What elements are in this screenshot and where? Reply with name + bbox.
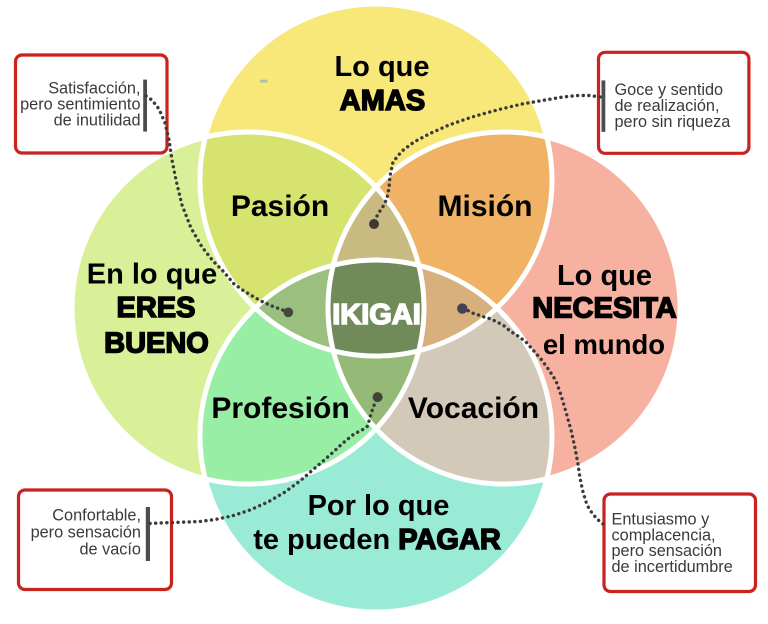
svg-text:Confortable,: Confortable, xyxy=(52,507,141,525)
svg-text:Misión: Misión xyxy=(438,190,533,223)
svg-text:de vacío: de vacío xyxy=(79,541,141,559)
svg-text:ERES: ERES xyxy=(117,292,196,324)
svg-text:En lo que: En lo que xyxy=(87,259,218,291)
svg-text:Vocación: Vocación xyxy=(408,392,539,425)
svg-text:te pueden PAGAR: te pueden PAGAR xyxy=(253,524,501,556)
svg-text:el mundo: el mundo xyxy=(543,329,665,360)
svg-text:NECESITA: NECESITA xyxy=(532,293,677,325)
svg-text:pero sin riqueza: pero sin riqueza xyxy=(615,113,732,131)
svg-text:Pasión: Pasión xyxy=(231,190,329,223)
svg-text:Lo que: Lo que xyxy=(334,51,429,83)
svg-text:pero sentimiento: pero sentimiento xyxy=(20,96,140,114)
svg-text:Entusiasmo y: Entusiasmo y xyxy=(612,511,711,529)
svg-text:IKIGAI: IKIGAI xyxy=(332,299,421,331)
svg-text:BUENO: BUENO xyxy=(104,328,209,360)
svg-text:pero sensación: pero sensación xyxy=(31,524,141,542)
svg-text:Por lo que: Por lo que xyxy=(308,490,450,522)
svg-text:AMAS: AMAS xyxy=(340,85,425,117)
svg-text:de incertidumbre: de incertidumbre xyxy=(612,558,733,576)
svg-text:de realización,: de realización, xyxy=(615,97,720,115)
svg-text:Satisfacción,: Satisfacción, xyxy=(48,80,140,98)
svg-text:Lo que: Lo que xyxy=(557,260,652,292)
svg-text:complacencia,: complacencia, xyxy=(612,526,716,544)
svg-text:Profesión: Profesión xyxy=(211,392,349,425)
svg-text:Goce y sentido: Goce y sentido xyxy=(615,81,724,99)
svg-text:de inutilidad: de inutilidad xyxy=(54,112,141,130)
svg-text:pero sensación: pero sensación xyxy=(612,542,722,560)
